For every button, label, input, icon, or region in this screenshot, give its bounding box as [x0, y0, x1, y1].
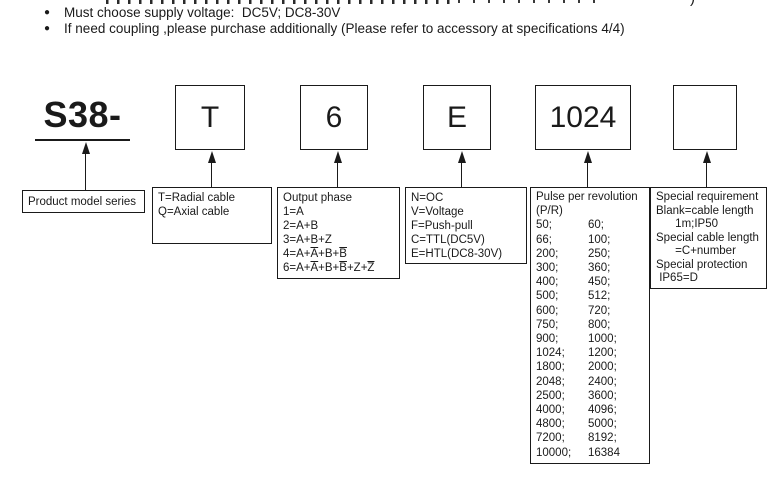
desc-line: T=Radial cable: [158, 192, 236, 204]
bullet-icon: ●: [44, 7, 51, 18]
desc-line: 2=A+B: [283, 220, 319, 232]
pulse-row: 66;100;: [536, 233, 611, 246]
desc-line: Special cable length: [656, 231, 759, 244]
bullet-icon: ●: [44, 23, 51, 34]
desc-line: V=Voltage: [411, 206, 464, 218]
clipped-paren: ): [690, 0, 695, 6]
pulse-row: 7200;8192;: [536, 432, 617, 445]
connector-arrow-output-circuit: [456, 151, 467, 187]
pulse-row: 500;512;: [536, 290, 611, 303]
desc-line: 6=A+A+B+B+Z+Z: [283, 262, 375, 274]
code-box-cable: T: [175, 85, 245, 150]
desc-product-model-series: Product model series: [22, 190, 145, 213]
desc-pulse-per-revolution: Pulse per revolution(P/R) 50;60;66;100;2…: [530, 187, 650, 464]
pulse-row: 2500;3600;: [536, 389, 617, 402]
pulse-row: 750;800;: [536, 318, 611, 331]
connector-arrow-special: [701, 151, 712, 187]
connector-arrow-output-phase: [332, 151, 343, 187]
connector-arrow-series: [80, 142, 91, 190]
pulse-row: 200;250;: [536, 247, 611, 260]
series-underline: [35, 139, 130, 141]
desc-line: Pulse per revolution: [536, 191, 638, 203]
desc-line: N=OC: [411, 192, 444, 204]
desc-line: 4=A+A+B+B: [283, 248, 347, 260]
code-box-special: [673, 85, 737, 150]
desc-line: C=TTL(DC5V): [411, 234, 485, 246]
desc-output-phase: Output phase 1=A 2=A+B 3=A+B+Z 4=A+A+B+B 6=A+…: [277, 187, 400, 279]
pulse-row: 4000;4096;: [536, 404, 617, 417]
desc-line: E=HTL(DC8-30V): [411, 248, 503, 260]
code-box-output-circuit: E: [423, 85, 491, 150]
pulse-row: 300;360;: [536, 262, 611, 275]
desc-line: IP65=D: [656, 272, 698, 284]
desc-line: Product model series: [28, 196, 137, 208]
pulse-row: 1024;1200;: [536, 347, 617, 360]
pulse-row: 900;1000;: [536, 333, 617, 346]
note-supply-voltage: ● Must choose supply voltage: DC5V; DC8-…: [44, 5, 340, 20]
note-text: If need coupling ,please purchase additi…: [64, 21, 625, 36]
desc-line: 3=A+B+Z: [283, 234, 332, 246]
connector-arrow-pulse: [582, 151, 593, 187]
desc-line: (P/R): [536, 205, 563, 218]
desc-line: F=Push-pull: [411, 220, 473, 232]
desc-line: 1=A: [283, 206, 304, 218]
pulse-values: 50;60;66;100;200;250; 300;360;400;450;500…: [536, 218, 644, 459]
clipped-text-fragment: ): [0, 0, 771, 6]
clipped-text-marks: [458, 0, 600, 3]
desc-line: Q=Axial cable: [158, 206, 230, 218]
code-box-output-phase: 6: [300, 85, 368, 150]
pulse-row: 2048;2400;: [536, 375, 617, 388]
pulse-row: 400;450;: [536, 276, 611, 289]
desc-line: Special protection: [656, 258, 748, 271]
note-text: Must choose supply voltage: DC5V; DC8-30…: [64, 5, 341, 20]
pulse-header: Pulse per revolution (P/R): [536, 190, 644, 218]
pulse-row: 50;60;: [536, 219, 604, 232]
pulse-row: 4800;5000;: [536, 418, 617, 431]
model-series-code: S38-: [43, 94, 122, 135]
pulse-row: 1800;2000;: [536, 361, 617, 374]
code-box-pulse: 1024: [535, 85, 631, 150]
note-coupling: ● If need coupling ,please purchase addi…: [44, 21, 625, 36]
desc-line: =C+number: [656, 245, 736, 257]
pulse-row: 10000;16384: [536, 446, 620, 459]
desc-line: Blank=cable length: [656, 204, 754, 217]
connector-arrow-cable: [206, 151, 217, 187]
desc-line: Output phase: [283, 192, 353, 204]
clipped-text-marks: [106, 0, 451, 4]
desc-line: 1m;IP50: [656, 218, 718, 230]
desc-line: Special requirement: [656, 191, 759, 203]
pulse-row: 600;720;: [536, 304, 611, 317]
